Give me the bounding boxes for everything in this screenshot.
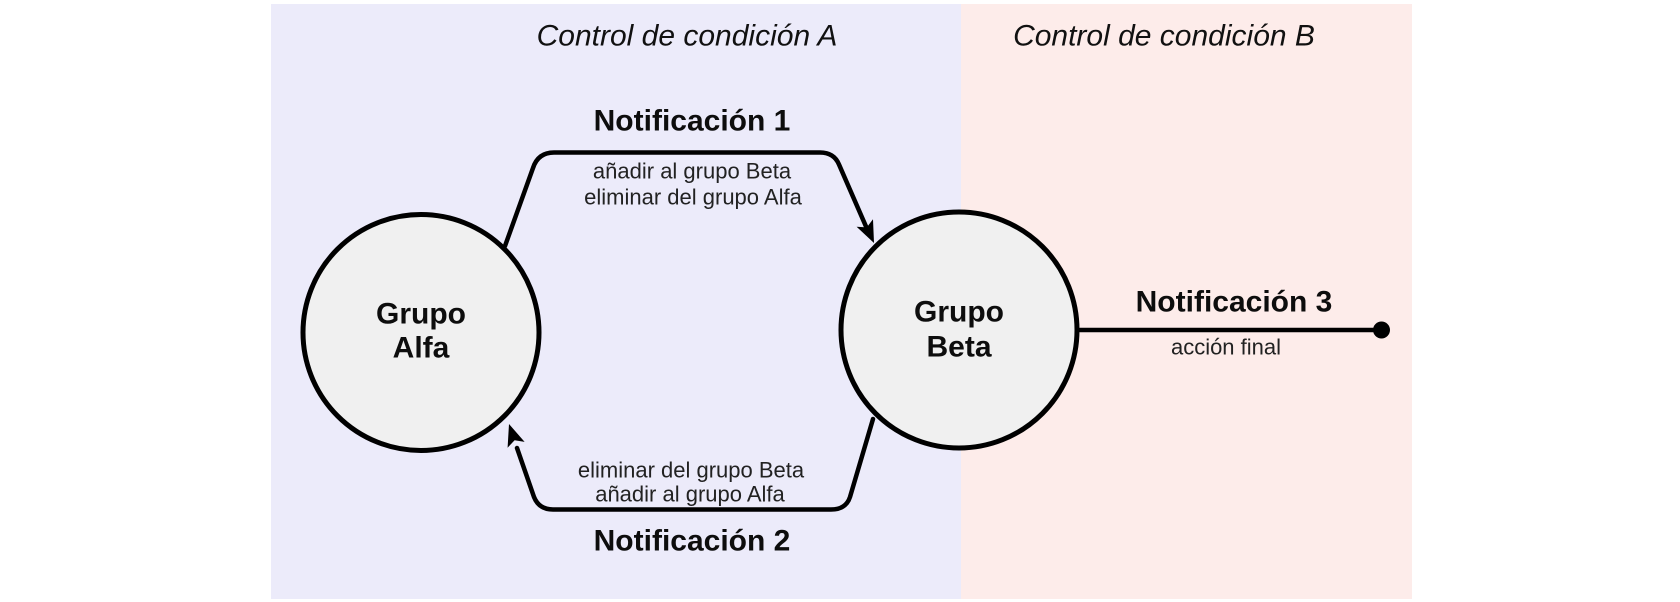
edge-notification-2-arrowhead-icon (507, 424, 525, 448)
edge-notification-1: Notificación 1 añadir al grupo Beta elim… (502, 105, 874, 249)
node-grupo-alfa-circle (300, 212, 542, 453)
edge-notification-2-path (514, 416, 876, 512)
node-grupo-alfa-label-line2: Alfa (393, 332, 450, 365)
region-a-title: Control de condición A (537, 20, 838, 53)
edge-notification-1-path (502, 150, 869, 249)
edge-notification-2-label: Notificación 2 (594, 525, 791, 558)
node-grupo-alfa: Grupo Alfa (300, 212, 542, 453)
edge-notification-1-action-line1: añadir al grupo Beta (593, 159, 792, 184)
edge-notification-3-label: Notificación 3 (1136, 286, 1333, 319)
edge-notification-3-end-dot-icon (1373, 321, 1390, 339)
edge-notification-3: Notificación 3 acción final (1077, 286, 1390, 360)
region-b-title: Control de condición B (1013, 20, 1315, 53)
edge-notification-1-label: Notificación 1 (594, 105, 791, 138)
edge-notification-1-action-line2: eliminar del grupo Alfa (584, 185, 802, 210)
node-grupo-beta-label-line1: Grupo (914, 296, 1004, 329)
node-grupo-beta: Grupo Beta (838, 209, 1080, 451)
edge-notification-3-action-line1: acción final (1171, 335, 1281, 360)
edge-notification-2: eliminar del grupo Beta añadir al grupo … (507, 416, 876, 558)
node-grupo-alfa-label-line1: Grupo (376, 298, 466, 331)
edge-notification-1-arrowhead-icon (856, 219, 874, 243)
node-grupo-beta-circle (838, 209, 1080, 451)
edge-notification-2-action-line1: eliminar del grupo Beta (578, 458, 805, 483)
edge-notification-2-action-line2: añadir al grupo Alfa (595, 482, 785, 507)
node-grupo-beta-label-line2: Beta (926, 331, 991, 364)
